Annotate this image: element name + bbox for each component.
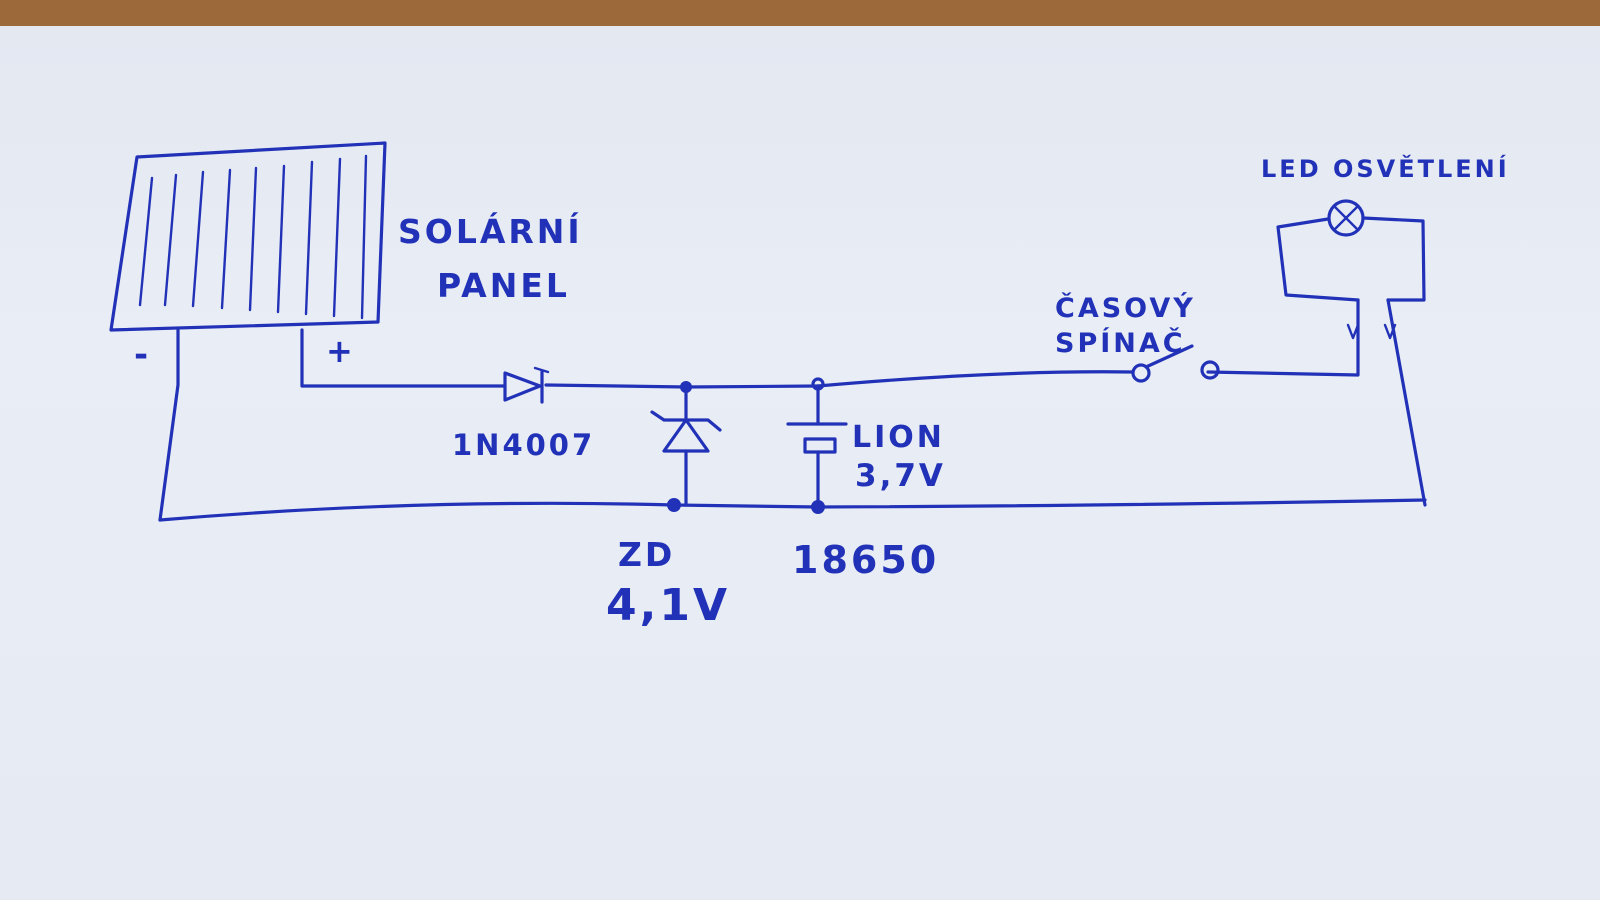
paper-sheet (0, 26, 1600, 900)
panel-minus-label: - (134, 335, 151, 375)
battery-size-label: 18650 (792, 538, 939, 582)
diode-symbol (503, 366, 550, 404)
zener-label-line1: ZD (618, 535, 675, 574)
solar-panel (109, 141, 387, 332)
switch-label-line1: ČASOVÝ (1055, 292, 1196, 324)
zener-label-line2: 4,1V (606, 580, 730, 631)
diode-label: 1N4007 (452, 428, 595, 462)
solar-panel-label-line1: SOLÁRNÍ (398, 211, 583, 251)
panel-plus-label: + (326, 332, 356, 370)
battery-type-label: LION (852, 420, 945, 455)
battery-voltage-label: 3,7V (855, 458, 946, 494)
solar-panel-label-line2: PANEL (437, 266, 570, 305)
timer-switch-symbol (1131, 344, 1220, 383)
battery-symbol (786, 377, 848, 514)
led-lamp-symbol (1276, 199, 1426, 302)
zener-diode-symbol (650, 381, 722, 512)
switch-label-line2: SPÍNAČ (1055, 327, 1186, 359)
led-label: LED OSVĚTLENÍ (1261, 154, 1510, 183)
